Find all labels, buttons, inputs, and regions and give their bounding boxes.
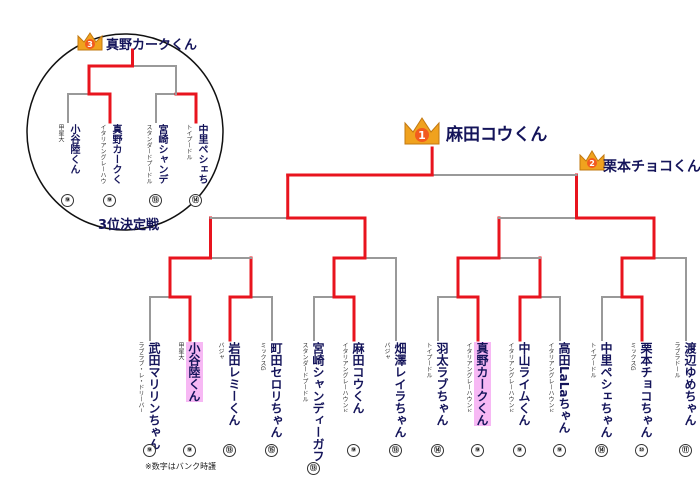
entrant-number-badge: ⑭: [595, 444, 608, 457]
entrant-affiliation: ラブラブ・レ・ドリーバー: [137, 342, 144, 412]
entrant-name: 中山ライムくん: [517, 342, 531, 426]
entrant-name: 麻田コウくん: [351, 342, 365, 414]
runner-up-name: 栗本チョコくん: [603, 159, 700, 175]
entrant-number-badge: ⑬: [223, 444, 236, 457]
entrant-column: 渡辺ゆめちゃんラブラドール: [672, 342, 699, 426]
entrant-number-badge: ⑩: [635, 444, 648, 457]
entrant-name: 畑澤レイラちゃん: [393, 342, 407, 438]
entrant-number-badge: ⑨: [347, 444, 360, 457]
entrant-column: 町田セロリちゃんミックスG: [258, 342, 285, 438]
entrant-column: 中里ペシェちゃんトイプードル: [588, 342, 615, 438]
entrant-number-badge: ⑨: [553, 444, 566, 457]
third-entrant-column: 中里ペシェちゃんトイプードル: [184, 124, 209, 184]
third-entrant-name: 小谷陸くん: [68, 124, 79, 174]
entrant-name: 小谷陸くん: [186, 342, 203, 402]
svg-text:2: 2: [589, 159, 595, 168]
entrant-affiliation: ミックスG: [629, 342, 636, 371]
champion-name: 麻田コウくん: [446, 125, 548, 145]
entrant-number-badge: ⑬: [307, 462, 320, 475]
entrant-number-badge: ⑬: [389, 444, 402, 457]
entrant-name: 羽太ラブちゃん: [435, 342, 449, 426]
entrant-name: 中里ペシェちゃん: [599, 342, 613, 438]
entrant-column: 小谷陸くん甲星大: [176, 342, 203, 402]
crown-3-icon: 3: [77, 32, 103, 51]
entrant-name: 武田マリリンちゃん: [147, 342, 161, 450]
entrant-column: 羽太ラブちゃんトイプードル: [424, 342, 451, 426]
third-entrant-column: 真野カークくんイタリアングレーハウンド: [98, 124, 123, 184]
entrant-number-badge: ⑭: [431, 444, 444, 457]
third-entrant-number-badge: ⑬: [149, 194, 162, 207]
svg-text:1: 1: [418, 129, 426, 142]
entrant-affiliation: ミックスG: [259, 342, 266, 371]
third-entrant-affiliation: トイプードル: [185, 124, 192, 160]
third-place-name: 真野カークくん: [106, 38, 198, 53]
entrant-affiliation: イタリアングレーハウンド: [465, 342, 472, 412]
entrant-column: 畑澤レイラちゃんバジャ: [382, 342, 409, 438]
entrant-name: 真野カークくん: [474, 342, 491, 426]
entrant-affiliation: バジャ: [217, 342, 224, 360]
entrant-affiliation: スタンダードプードル: [301, 342, 308, 402]
entrant-affiliation: バジャ: [383, 342, 390, 360]
entrant-number-badge: ⑪: [679, 444, 692, 457]
entrant-name: 町田セロリちゃん: [269, 342, 283, 438]
third-entrant-number-badge: ⑨: [103, 194, 116, 207]
crown-2-icon: 2: [579, 150, 605, 171]
entrant-affiliation: イタリアングレーハウンド: [507, 342, 514, 412]
entrant-column: 麻田コウくんイタリアングレーハウンド: [340, 342, 367, 414]
svg-text:3: 3: [87, 40, 93, 49]
third-entrant-number-badge: ⑭: [189, 194, 202, 207]
entrant-number-badge: ⑮: [265, 444, 278, 457]
third-entrant-column: 小谷陸くん甲星大: [56, 124, 81, 174]
entrant-number-badge: ⑨: [183, 444, 196, 457]
entrant-name: 渡辺ゆめちゃん: [683, 342, 697, 426]
third-entrant-name: 真野カークくん: [110, 124, 121, 184]
entrant-affiliation: イタリアングレーハウンド: [547, 342, 554, 412]
entrant-column: 真野カークくんイタリアングレーハウンド: [464, 342, 491, 426]
third-entrant-affiliation: スタンダードプードル: [145, 124, 152, 184]
footnote: ※数字はバンク時護: [145, 462, 217, 471]
entrant-column: 岩田レミーくんバジャ: [216, 342, 243, 426]
entrant-name: 宮崎シャンディーガフくん: [311, 342, 325, 462]
third-entrant-name: 宮崎シャンディーガフくん: [156, 124, 167, 184]
entrant-affiliation: トイプードル: [425, 342, 432, 378]
entrant-affiliation: イタリアングレーハウンド: [341, 342, 348, 412]
entrant-name: 岩田レミーくん: [227, 342, 241, 426]
entrant-column: 武田マリリンちゃんラブラブ・レ・ドリーバー: [136, 342, 163, 450]
entrant-column: 中山ライムくんイタリアングレーハウンド: [506, 342, 533, 426]
entrant-name: 栗本チョコちゃん: [639, 342, 653, 438]
third-entrant-affiliation: イタリアングレーハウンド: [99, 124, 106, 184]
entrant-number-badge: ⑨: [513, 444, 526, 457]
entrant-column: 高田LaLaちゃんイタリアングレーハウンド: [546, 342, 573, 434]
entrant-column: 宮崎シャンディーガフくんスタンダードプードル: [300, 342, 327, 462]
entrant-name: 高田LaLaちゃん: [557, 342, 571, 434]
third-entrant-name: 中里ペシェちゃん: [196, 124, 207, 184]
entrant-affiliation: 甲星大: [177, 342, 184, 360]
crown-1-icon: 1: [404, 117, 440, 145]
entrant-number-badge: ⑨: [471, 444, 484, 457]
third-place-match-title: 3位決定戦: [98, 218, 160, 233]
entrant-column: 栗本チョコちゃんミックスG: [628, 342, 655, 438]
third-entrant-column: 宮崎シャンディーガフくんスタンダードプードル: [144, 124, 169, 184]
entrant-affiliation: トイプードル: [589, 342, 596, 378]
entrant-affiliation: ラブラドール: [673, 342, 680, 378]
third-entrant-affiliation: 甲星大: [57, 124, 64, 142]
entrant-number-badge: ⑨: [143, 444, 156, 457]
third-entrant-number-badge: ⑨: [61, 194, 74, 207]
